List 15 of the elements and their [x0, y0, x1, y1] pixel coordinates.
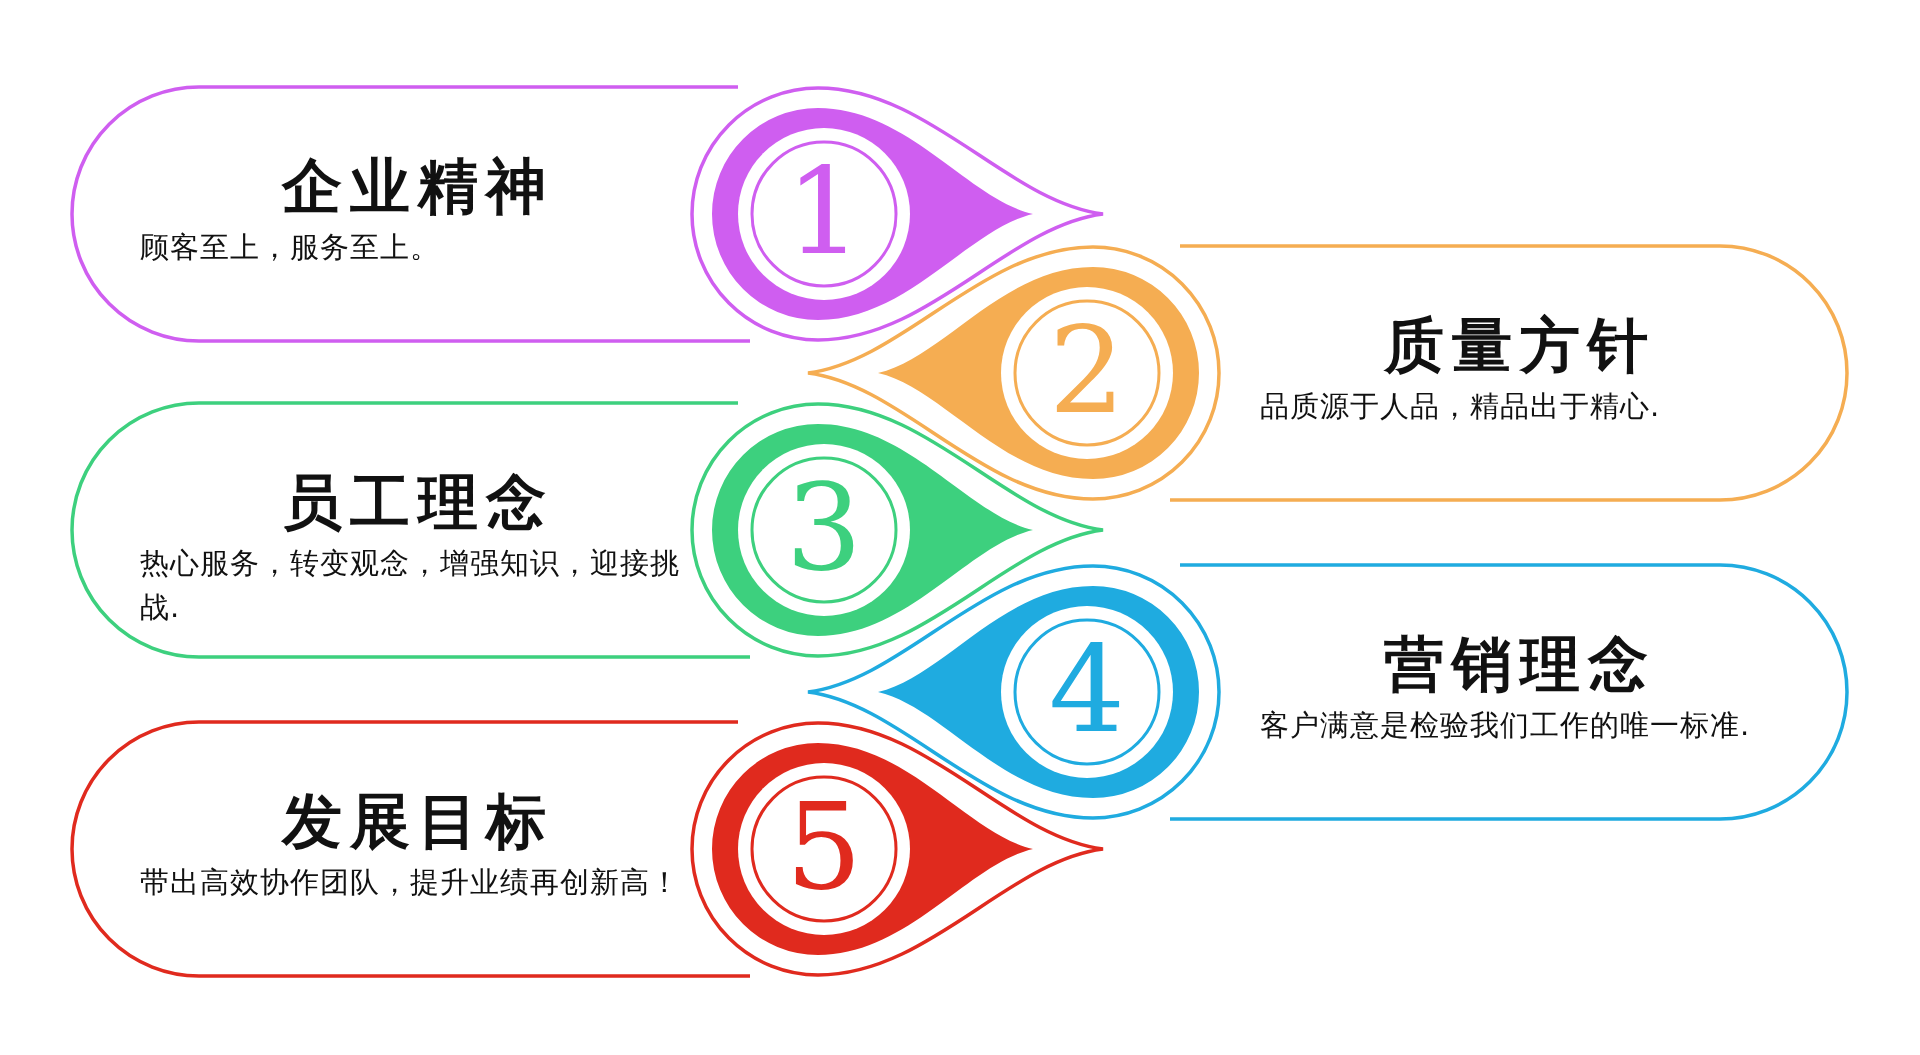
step-number: 3	[784, 468, 864, 588]
step-number: 1	[784, 152, 864, 272]
card-description: 带出高效协作团队，提升业绩再创新高！	[140, 864, 681, 901]
card-heading: 员工理念	[280, 466, 555, 539]
card-description: 顾客至上，服务至上。	[140, 229, 441, 266]
card-description: 热心服务，转变观念，增强知识，迎接挑战.	[140, 545, 681, 626]
step-number: 5	[784, 787, 864, 907]
card-heading: 营销理念	[1383, 628, 1657, 701]
card-description: 客户满意是检验我们工作的唯一标准.	[1260, 707, 1752, 744]
step-number: 4	[1047, 630, 1127, 750]
card-description: 品质源于人品，精品出于精心.	[1260, 388, 1662, 425]
card-heading: 企业精神	[280, 150, 555, 223]
card-heading: 质量方针	[1382, 309, 1657, 382]
card-heading: 发展目标	[280, 785, 555, 858]
step-number: 2	[1047, 311, 1127, 431]
